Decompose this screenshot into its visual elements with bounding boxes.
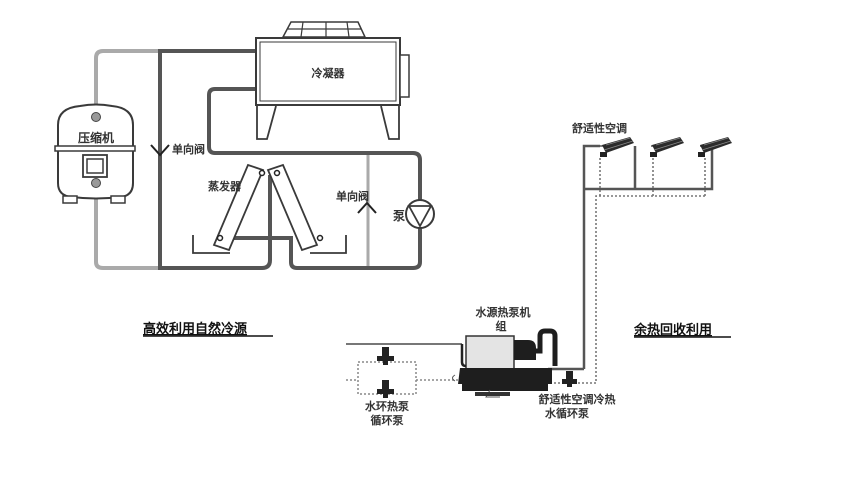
check-valve-2-label: 单向阀 [336, 189, 369, 203]
evaporator-label: 蒸发器 [208, 179, 242, 193]
heat-pump-shell [458, 368, 552, 391]
ac-pump-label-line2: 水循环泵 [545, 406, 589, 420]
compressor-label: 压缩机 [78, 130, 114, 145]
fan-coil-unit [600, 137, 634, 157]
check-valve-2-icon [357, 201, 377, 214]
heat-pump-label-line1: 水源热泵机 [476, 305, 531, 319]
pump-label: 泵 [393, 209, 405, 223]
drip-tray-right [310, 235, 347, 254]
ac-supply-main [582, 144, 714, 369]
condenser: 冷凝器 [255, 21, 410, 140]
check-valve-1-icon [150, 144, 170, 157]
heat-pump-label-line2: 组 [496, 319, 507, 333]
free-cooling-system: 冷凝器 压缩机 单向阀 蒸发器 [54, 21, 435, 337]
fan-coil-unit [698, 137, 732, 157]
condenser-label: 冷凝器 [312, 66, 346, 80]
heat-pump-compressor [514, 340, 536, 360]
pump-outlet-pipe [263, 228, 422, 270]
condenser-legs [256, 105, 400, 140]
condenser-return-pipe [207, 87, 422, 200]
fan-coil-unit [650, 137, 684, 157]
drip-tray-left [192, 235, 230, 254]
compressor-discharge-pipe [94, 49, 158, 115]
ac-pump-label-line1: 舒适性空调冷热 [539, 392, 616, 406]
ac-return-pipe [548, 158, 706, 384]
water-source-heat-pump-unit: 水源热泵机 组 [452, 305, 558, 398]
compressor-suction-pipe [94, 186, 158, 270]
pump: 泵 [393, 199, 435, 229]
comfort-ac-label: 舒适性空调 [572, 121, 627, 135]
heat-pump-top-pipe [536, 328, 558, 366]
heat-pump-cabinet [465, 335, 515, 370]
loop-pump-bottom [377, 380, 394, 398]
loop-pump-circuit [346, 361, 458, 395]
loop-pump-label-line2: 循环泵 [371, 413, 404, 427]
check-valve-2: 单向阀 [336, 189, 377, 214]
evaporator-coil-left [212, 163, 265, 252]
right-section-title: 余热回收利用 [633, 322, 712, 338]
loop-pump-top [377, 347, 394, 365]
check-valve-1: 单向阀 [150, 142, 205, 157]
evaporator: 蒸发器 [192, 163, 347, 254]
evaporator-coil-right [266, 163, 319, 252]
loop-pump-label-line1: 水环热泵 [365, 399, 409, 413]
check-valve-1-label: 单向阀 [172, 142, 205, 156]
pump-icon [405, 199, 435, 229]
heat-recovery-system: 舒适性空调 水环热泵 循环泵 水源热泵机 组 [346, 121, 732, 427]
left-section-title: 高效利用自然冷源 [143, 321, 247, 337]
condenser-side-box [399, 54, 410, 98]
main-vertical-pipe [158, 49, 272, 270]
ac-circulation-pump [562, 371, 577, 387]
compressor: 压缩机 [54, 103, 136, 204]
